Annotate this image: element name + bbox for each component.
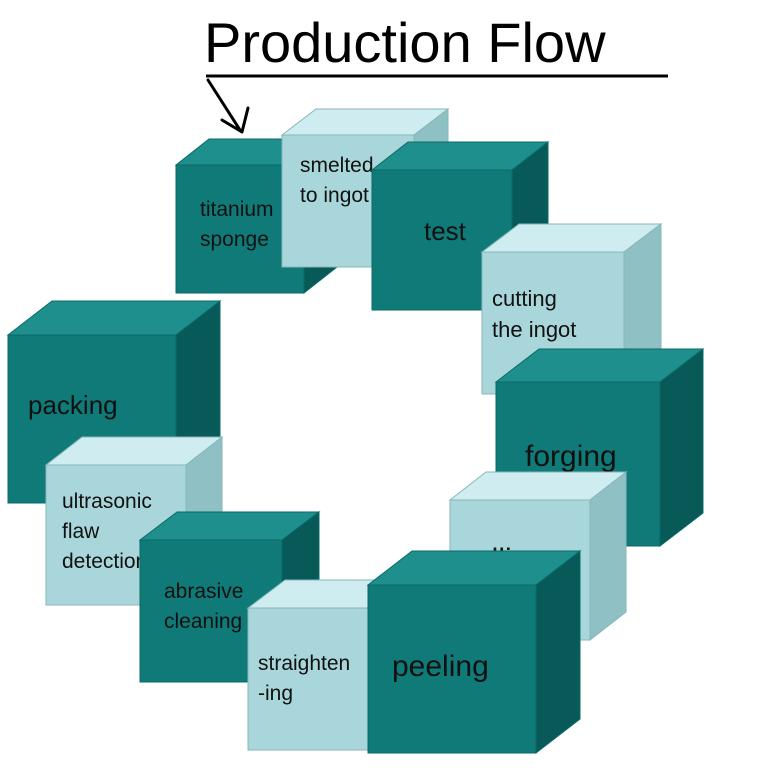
step-label-line: test xyxy=(424,216,467,246)
step-label-line: packing xyxy=(28,390,118,420)
block-front-face xyxy=(367,584,537,754)
step-label-line: -ing xyxy=(258,682,293,705)
title-pointer-arrow xyxy=(206,78,250,134)
step-label-line: cleaning xyxy=(164,610,242,633)
step-label-line: smelted xyxy=(300,154,374,177)
step-label: abrasive cleaning xyxy=(164,580,243,633)
process-block-peeling: peeling xyxy=(366,549,582,755)
block-side-face xyxy=(589,470,627,642)
step-label: ultrasonic flaw detection xyxy=(62,490,152,573)
step-label-line: titanium xyxy=(200,198,274,221)
step-label-line: detection xyxy=(62,550,147,573)
step-label: forging xyxy=(525,440,617,473)
step-label: straighten -ing xyxy=(258,652,350,705)
block-front-face xyxy=(175,164,305,294)
step-label-line: flaw xyxy=(62,520,100,543)
block-side-face xyxy=(535,549,581,755)
process-block-abrasive-cleaning: abrasive cleaning xyxy=(138,510,321,684)
step-label: packing xyxy=(28,390,118,420)
diagram-title: Production Flow xyxy=(204,11,606,74)
step-label-line: sponge xyxy=(200,228,269,251)
step-label-line: straighten xyxy=(258,652,350,675)
step-label: cutting the ingot xyxy=(492,286,576,342)
step-label-line: ultrasonic xyxy=(62,490,152,513)
step-label: test xyxy=(424,216,467,246)
step-label: titanium sponge xyxy=(200,198,274,251)
step-label-line: cutting xyxy=(492,286,557,311)
process-blocks: titanium sponge smelted to ingot test cutting… xyxy=(6,107,705,755)
process-block-ultrasonic-flaw-detection: ultrasonic flaw detection xyxy=(44,435,224,607)
step-label: smelted to ingot xyxy=(300,154,374,207)
step-label: peeling xyxy=(392,650,489,683)
step-label-line: abrasive xyxy=(164,580,243,603)
step-label-line: the ingot xyxy=(492,317,576,342)
step-label-line: forging xyxy=(525,440,617,473)
step-label-line: peeling xyxy=(392,650,489,683)
step-label-line: to ingot xyxy=(300,184,369,207)
block-side-face xyxy=(659,347,704,548)
